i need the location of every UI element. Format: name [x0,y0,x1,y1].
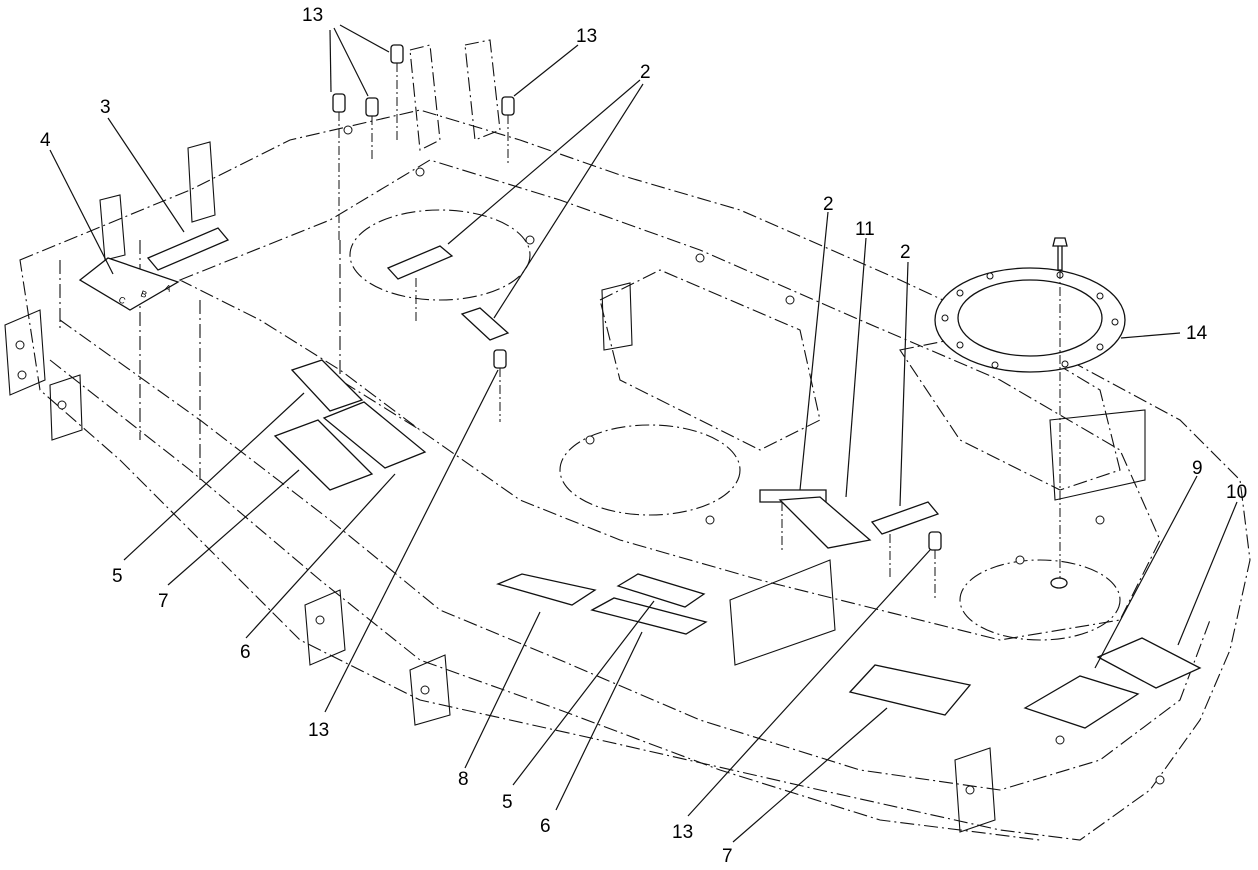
deck-front-skirt-lower [49,359,1041,841]
callout-8: 8 [458,769,469,790]
left-rear-bracket-b [187,141,216,223]
right-front-bracket [954,747,996,833]
deck-inner-panel [178,159,1161,641]
decal-11 [778,496,872,549]
decal-2-right [870,501,940,535]
callout-13-top-right: 13 [576,26,597,47]
front-lower-bracket-b [409,654,451,726]
callout-4: 4 [40,130,51,151]
decal-5-center [616,573,706,608]
callout-7-left: 7 [158,591,169,612]
rear-upright-right [464,39,501,141]
decal-10 [1096,637,1202,689]
decal-6-center [590,597,708,635]
callout-6-left: 6 [240,642,251,663]
callout-2-top: 2 [640,62,651,83]
bumper-studs [332,44,942,600]
callout-13-top-left: 13 [302,5,323,26]
deck-top-outline [19,109,1251,841]
callout-10: 10 [1226,482,1247,503]
center-front-bracket [729,559,836,666]
left-front-bracket [49,374,83,441]
rear-upright-left [409,44,441,151]
right-spindle-opening [959,559,1121,641]
callout-2-right: 2 [900,242,911,263]
callout-3: 3 [100,97,111,118]
decal-7-left [273,419,374,491]
gasket-bolt-holes [941,271,1119,369]
center-spindle-opening [559,424,741,516]
callout-9: 9 [1192,458,1203,479]
callout-5-center: 5 [502,792,513,813]
right-side-bracket [1049,409,1146,501]
bumper-stud-4 [501,96,515,166]
decal-2-center-left [460,307,510,341]
center-pulley-housing [599,269,821,451]
left-mount-bracket [4,309,46,396]
callout-14: 14 [1186,323,1208,344]
center-spindle-tower [601,282,633,351]
bracket-letter-a: A [163,282,172,293]
gasket-ring-group [934,237,1126,589]
callout-5-left: 5 [112,566,123,587]
left-spindle-opening [349,209,531,301]
bumper-stud-1 [390,44,404,140]
decal-5-left [290,359,364,412]
bumper-stud-5 [493,349,507,422]
bolt-nut-icon [1050,577,1068,589]
decal-7-right [848,664,972,716]
gasket-ring-inner [957,279,1103,357]
deck-frame [4,39,1251,841]
decal-8 [496,573,597,606]
callout-2-right-center: 2 [823,194,834,215]
decal-3 [146,227,230,271]
deck-front-skirt [59,319,1211,791]
callout-13-bottom: 13 [672,822,693,843]
decal-9 [1023,675,1140,729]
bumper-stud-6 [928,531,942,600]
decals: A B C [78,227,1202,729]
callout-13-lower-left: 13 [308,720,329,741]
decal-6-left [322,401,427,469]
bumper-stud-3 [365,97,379,160]
front-lower-bracket-a [304,589,346,666]
bracket-letter-b: B [139,288,148,299]
bumper-stud-2 [332,93,346,240]
callout-7-right: 7 [722,846,733,867]
callout-6-center: 6 [540,816,551,837]
leader-lines [49,24,1238,843]
callout-11: 11 [855,219,875,240]
left-side-wall [59,240,421,480]
callout-labels: 13 13 2 3 4 2 11 2 14 9 10 5 7 6 13 8 5 … [40,5,1247,867]
decal-4-bracket-plate [78,257,180,311]
bracket-letter-c: C [117,294,127,306]
left-rear-bracket-a [99,194,126,261]
bolt-icon [1052,237,1068,271]
decal-2-left [386,245,454,280]
